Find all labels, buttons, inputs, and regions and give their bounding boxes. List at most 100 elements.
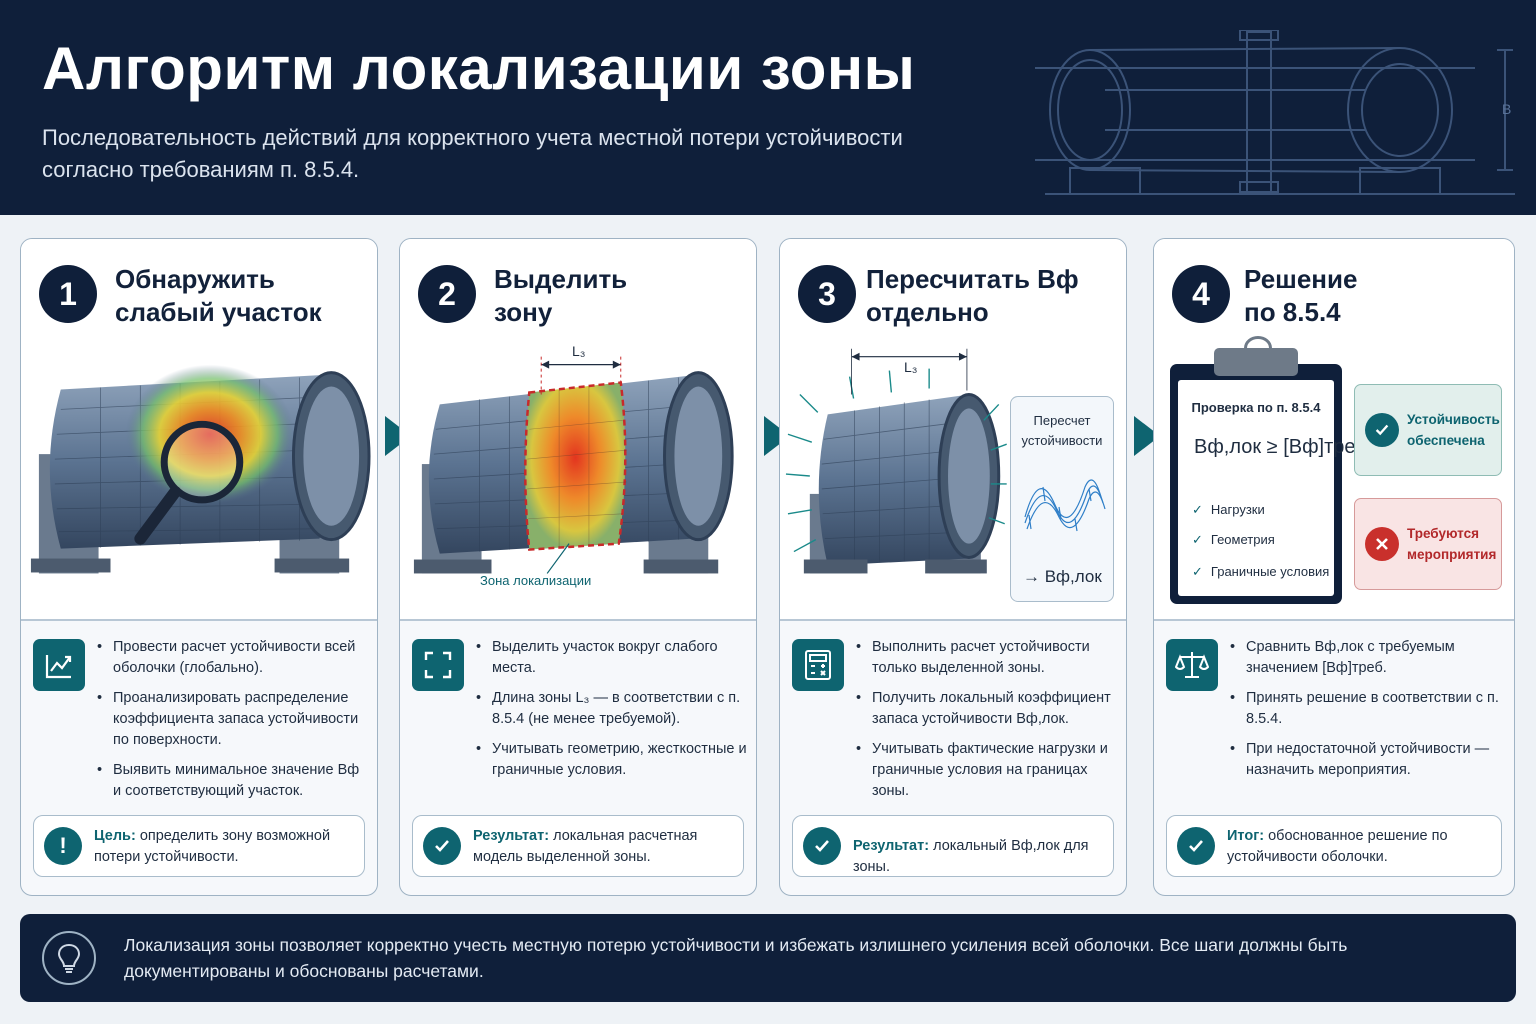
recalc-panel: Пересчет устойчивости → Bф,лок bbox=[1010, 396, 1114, 602]
footer-note: Локализация зоны позволяет корректно уче… bbox=[20, 914, 1516, 1002]
step-title-line2: зону bbox=[494, 297, 553, 327]
step-title-line2: по 8.5.4 bbox=[1244, 297, 1341, 327]
step-card-4: 4 Решение по 8.5.4 Проверка по п. 8.5.4 … bbox=[1153, 238, 1515, 896]
check-circle-icon bbox=[803, 827, 841, 865]
blueprint-drawing-icon: B bbox=[1035, 30, 1515, 195]
drawing-label: B bbox=[1502, 101, 1511, 117]
step-title-line1: Решение bbox=[1244, 264, 1358, 294]
card-separator bbox=[1154, 619, 1514, 621]
card-separator bbox=[400, 619, 756, 621]
goal-box: ! Цель: определить зону возможной потери… bbox=[33, 815, 365, 877]
step-title-line1: Выделить bbox=[494, 264, 628, 294]
isolated-zone-illustration bbox=[785, 348, 1007, 574]
select-zone-icon bbox=[412, 639, 464, 691]
close-circle-icon bbox=[1365, 527, 1399, 561]
step-title: Пересчитать Вф отдельно bbox=[866, 263, 1079, 329]
step-title-line2: слабый участок bbox=[115, 297, 322, 327]
step-title: Обнаружить слабый участок bbox=[115, 263, 322, 329]
check-circle-icon bbox=[1365, 413, 1399, 447]
outcome-value: обоснованное решение по устойчивости обо… bbox=[1227, 828, 1448, 865]
result-text: Результат: локальная расчетная модель вы… bbox=[473, 826, 737, 868]
page-title: Алгоритм локализации зоны bbox=[42, 35, 916, 102]
cylinder-zone-illustration bbox=[413, 356, 734, 574]
bullet-item: Провести расчет устойчивости всей оболоч… bbox=[97, 637, 369, 679]
recalc-result: → Bф,лок bbox=[1023, 567, 1102, 586]
step-card-3: 3 Пересчитать Вф отдельно bbox=[779, 238, 1127, 896]
outcome-label: Итог: bbox=[1227, 828, 1265, 844]
result-label: Результат: bbox=[853, 838, 930, 854]
bullet-item: Сравнить Bф,лок с требуемым значением [B… bbox=[1230, 637, 1506, 679]
dimension-label: L₃ bbox=[572, 343, 586, 359]
checklist-item-label: Нагрузки bbox=[1210, 502, 1265, 517]
checklist-paper: Проверка по п. 8.5.4 Bф,лок ≥ [Bф]треб ✓… bbox=[1178, 380, 1367, 596]
bullet-item: Получить локальный коэффициент запаса ус… bbox=[856, 688, 1118, 730]
check-formula: Bф,лок ≥ [Bф]треб bbox=[1194, 436, 1367, 458]
bullet-item: Выделить участок вокруг слабого места. bbox=[476, 637, 748, 679]
step-title: Выделить зону bbox=[494, 263, 627, 329]
step-title-line2: отдельно bbox=[866, 297, 989, 327]
checklist-item: ✓ Геометрия bbox=[1192, 532, 1275, 548]
step-number: 3 bbox=[798, 265, 856, 323]
result-box: Результат: локальная расчетная модель вы… bbox=[412, 815, 744, 877]
step-bullets: Выделить участок вокруг слабого места. Д… bbox=[476, 637, 748, 790]
outcome-box: Итог: обоснованное решение по устойчивос… bbox=[1166, 815, 1502, 877]
bullet-item: Длина зоны L₃ — в соответствии с п. 8.5.… bbox=[476, 688, 748, 730]
status-bad-box: Требуются мероприятия bbox=[1354, 498, 1502, 590]
checklist-item: ✓ Нагрузки bbox=[1192, 502, 1265, 518]
bullet-item: Проанализировать распределение коэффицие… bbox=[97, 688, 369, 751]
checkmark-icon: ✓ bbox=[1192, 502, 1203, 517]
chart-trend-icon bbox=[33, 639, 85, 691]
outcome-text: Итог: обоснованное решение по устойчивос… bbox=[1227, 826, 1495, 868]
bullet-item: Выполнить расчет устойчивости только выд… bbox=[856, 637, 1118, 679]
exclamation-icon: ! bbox=[44, 827, 82, 865]
check-circle-icon bbox=[423, 827, 461, 865]
status-bad-text: Требуются мероприятия bbox=[1407, 526, 1497, 562]
goal-label: Цель: bbox=[94, 828, 136, 844]
dimension-label: L₃ bbox=[904, 359, 918, 375]
checkmark-icon: ✓ bbox=[1192, 564, 1203, 579]
calculator-icon bbox=[792, 639, 844, 691]
clipboard: Проверка по п. 8.5.4 Bф,лок ≥ [Bф]треб ✓… bbox=[1170, 336, 1367, 604]
bullet-item: При недостаточной устойчивости — назначи… bbox=[1230, 739, 1506, 781]
cylinder-magnifier-illustration bbox=[30, 364, 371, 574]
bullet-item: Выявить минимальное значение Вф и соотве… bbox=[97, 760, 369, 802]
step-card-2: 2 Выделить зону bbox=[399, 238, 757, 896]
bullet-item: Учитывать геометрию, жесткостные и грани… bbox=[476, 739, 748, 781]
result-label: Результат: bbox=[473, 828, 550, 844]
footer-text: Локализация зоны позволяет корректно уче… bbox=[124, 935, 1348, 981]
step-title: Решение по 8.5.4 bbox=[1244, 263, 1357, 329]
check-title: Проверка по п. 8.5.4 bbox=[1191, 400, 1321, 415]
checklist-item-label: Геометрия bbox=[1210, 532, 1275, 547]
step-number: 2 bbox=[418, 265, 476, 323]
step-card-1: 1 Обнаружить слабый участок bbox=[20, 238, 378, 896]
step-title-line1: Обнаружить bbox=[115, 264, 275, 294]
result-value: локальный Bф,лок для зоны. bbox=[853, 838, 1089, 875]
step-number: 4 bbox=[1172, 265, 1230, 323]
buckling-mode-icon bbox=[1024, 479, 1106, 532]
step-title-line1: Пересчитать Вф bbox=[866, 264, 1079, 294]
goal-value: определить зону возможной потери устойчи… bbox=[94, 828, 331, 865]
header-banner: Алгоритм локализации зоны Последовательн… bbox=[0, 0, 1536, 215]
step-bullets: Провести расчет устойчивости всей оболоч… bbox=[97, 637, 369, 811]
result-text: Результат: локальный Bф,лок для зоны. bbox=[853, 836, 1107, 878]
page-subtitle: Последовательность действий для корректн… bbox=[42, 125, 903, 182]
clipboard-clip-icon bbox=[1214, 336, 1298, 376]
step-bullets: Сравнить Bф,лок с требуемым значением [B… bbox=[1230, 637, 1506, 790]
goal-text: Цель: определить зону возможной потери у… bbox=[94, 826, 358, 868]
checklist-item-label: Граничные условия bbox=[1210, 564, 1330, 579]
scales-icon bbox=[1166, 639, 1218, 691]
result-box: Результат: локальный Bф,лок для зоны. bbox=[792, 815, 1114, 877]
card-separator bbox=[780, 619, 1126, 621]
step-bullets: Выполнить расчет устойчивости только выд… bbox=[856, 637, 1118, 811]
lightbulb-icon bbox=[42, 931, 96, 985]
bullet-item: Принять решение в соответствии с п. 8.5.… bbox=[1230, 688, 1506, 730]
zone-label: Зона локализации bbox=[480, 573, 592, 588]
step-number: 1 bbox=[39, 265, 97, 323]
status-ok-text: Устойчивость обеспечена bbox=[1407, 412, 1500, 448]
bullet-item: Учитывать фактические нагрузки и граничн… bbox=[856, 739, 1118, 802]
checkmark-icon: ✓ bbox=[1192, 532, 1203, 547]
card-separator bbox=[21, 619, 377, 621]
status-ok-box: Устойчивость обеспечена bbox=[1354, 384, 1502, 476]
decision-illustration: Проверка по п. 8.5.4 Bф,лок ≥ [Bф]треб ✓… bbox=[1154, 334, 1514, 619]
result-value: локальная расчетная модель выделенной зо… bbox=[473, 828, 698, 865]
